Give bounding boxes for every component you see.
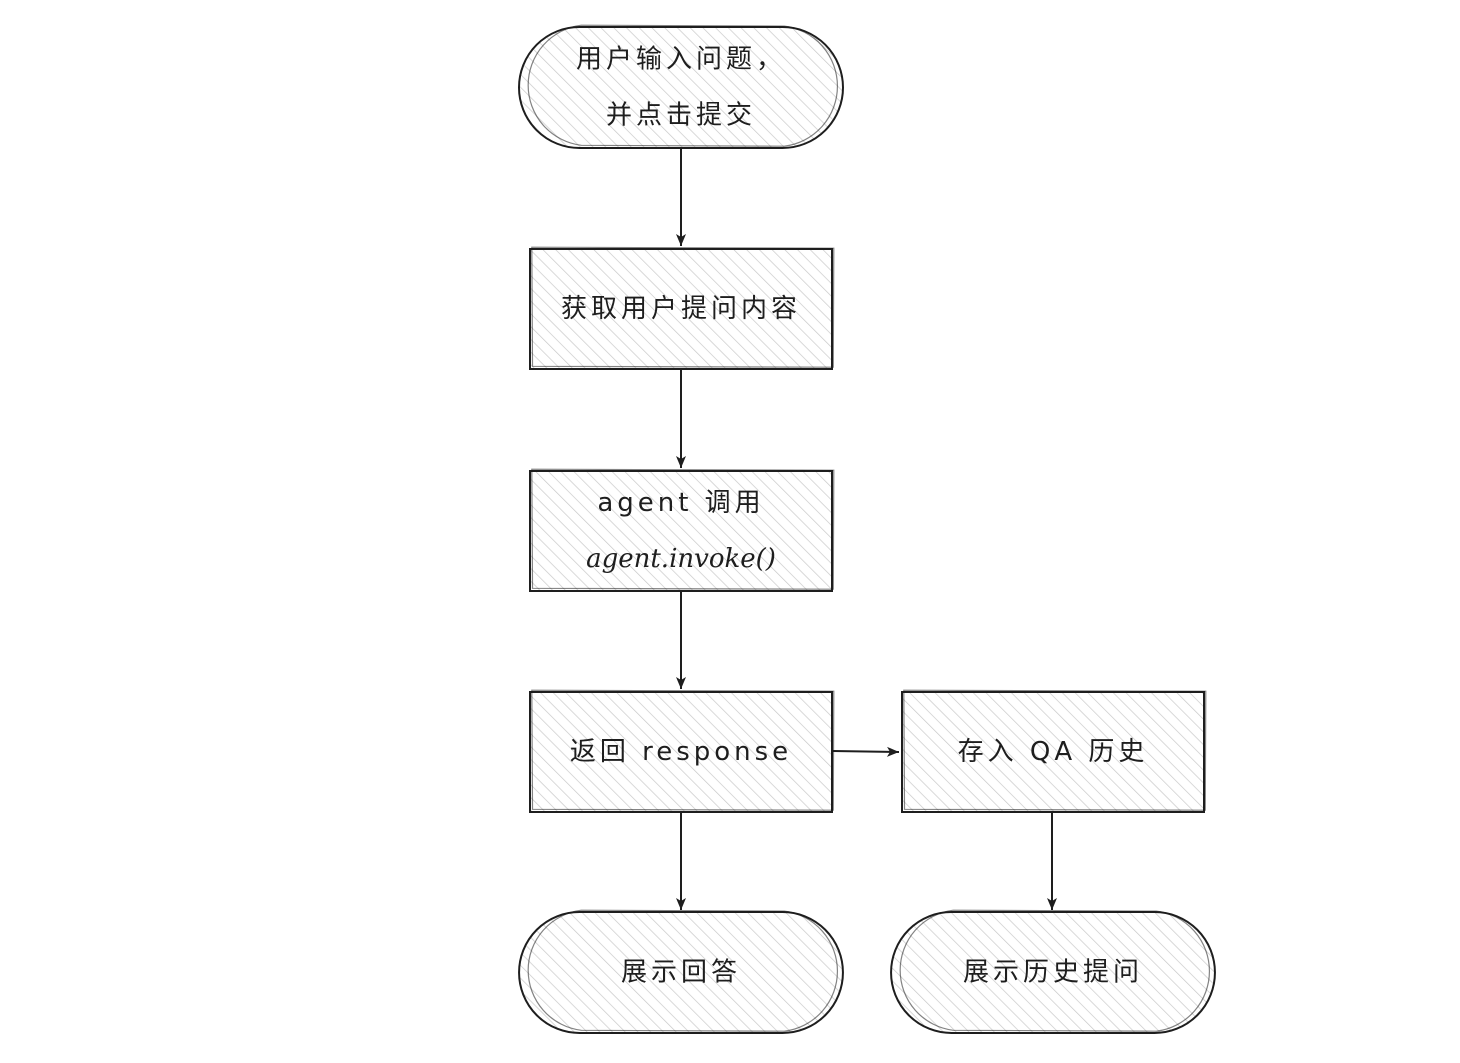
node-input: 用户输入问题， 并点击提交 bbox=[518, 24, 844, 149]
terminal-shape bbox=[890, 911, 1216, 1034]
sketch-outline bbox=[531, 468, 835, 590]
process-box bbox=[529, 691, 833, 813]
node-invoke: agent 调用 agent.invoke() bbox=[529, 468, 835, 592]
edges-layer bbox=[676, 149, 1057, 910]
arrow-response-to-store bbox=[832, 746, 900, 757]
node-label: 获取用户提问内容 bbox=[561, 294, 801, 324]
node-label: 返回 response bbox=[570, 737, 792, 767]
process-box bbox=[529, 248, 833, 370]
node-show-answer: 展示回答 bbox=[518, 909, 844, 1034]
node-label: agent 调用 bbox=[597, 488, 764, 518]
node-label: 存入 QA 历史 bbox=[958, 737, 1149, 767]
node-store: 存入 QA 历史 bbox=[901, 689, 1207, 813]
node-fetch: 获取用户提问内容 bbox=[529, 246, 835, 370]
process-box bbox=[901, 691, 1205, 813]
sketch-outline bbox=[527, 24, 839, 147]
sketch-outline bbox=[531, 689, 835, 811]
node-label: agent.invoke() bbox=[586, 544, 776, 574]
sketch-outline bbox=[531, 246, 835, 368]
node-show-history: 展示历史提问 bbox=[890, 909, 1216, 1034]
node-label: 展示历史提问 bbox=[963, 958, 1143, 988]
node-label: 并点击提交 bbox=[606, 101, 756, 131]
sketch-outline bbox=[903, 689, 1207, 811]
sketch-outline bbox=[899, 909, 1211, 1032]
terminal-shape bbox=[518, 26, 844, 149]
terminal-shape bbox=[518, 911, 844, 1034]
node-label: 用户输入问题， bbox=[576, 45, 786, 75]
node-response: 返回 response bbox=[529, 689, 835, 813]
node-label: 展示回答 bbox=[621, 958, 741, 988]
process-box bbox=[529, 470, 833, 592]
sketch-outline bbox=[527, 909, 839, 1032]
